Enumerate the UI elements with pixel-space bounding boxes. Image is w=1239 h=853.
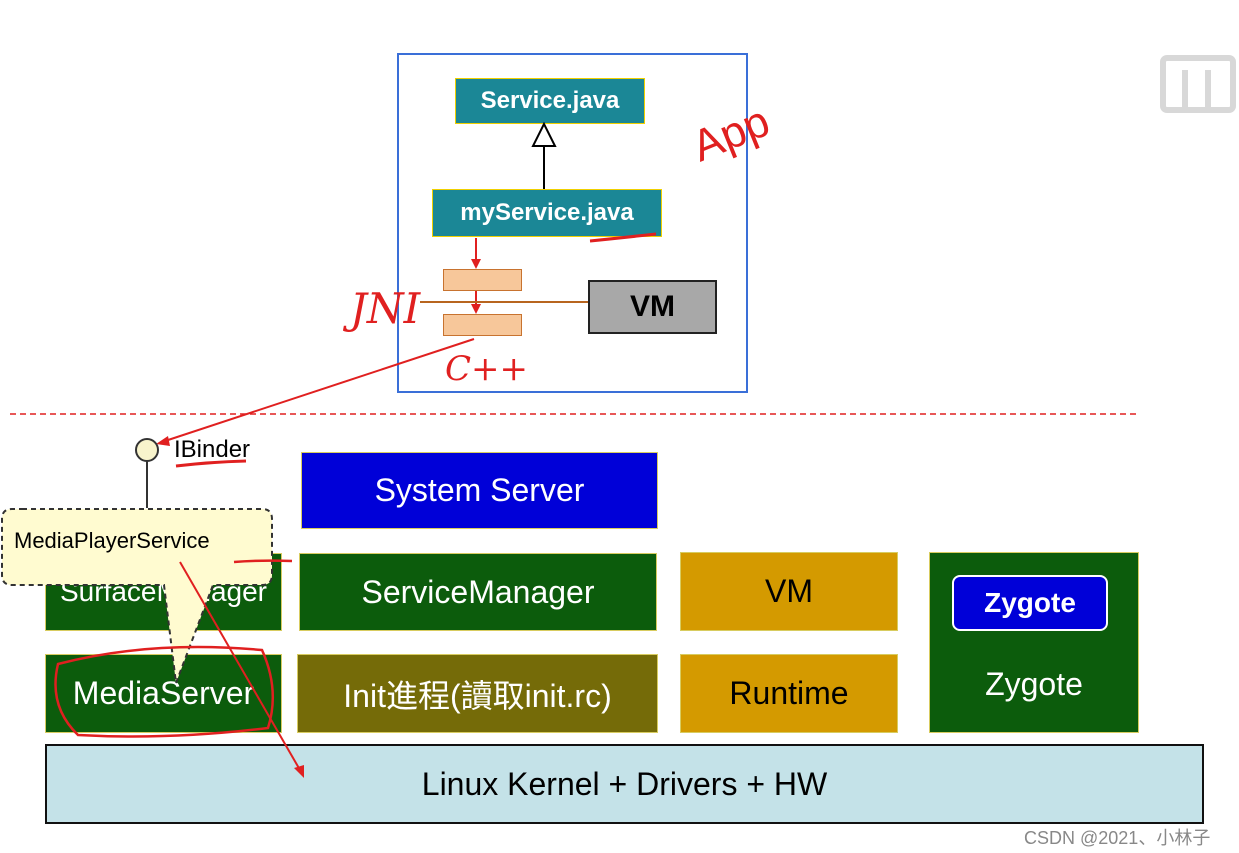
runtime-label: Runtime bbox=[729, 675, 849, 711]
kernel-box: Linux Kernel + Drivers + HW bbox=[45, 744, 1204, 824]
zygote-button: Zygote bbox=[952, 575, 1108, 631]
kernel-arrowhead bbox=[294, 765, 304, 778]
init-label: Init進程(讀取init.rc) bbox=[343, 677, 612, 714]
app-vm-label: VM bbox=[630, 290, 675, 323]
jni-arrowhead-2 bbox=[471, 304, 481, 314]
system-server-label: System Server bbox=[374, 472, 585, 508]
system-server-box: System Server bbox=[301, 452, 658, 529]
callout-text: MediaPlayerService bbox=[14, 528, 210, 553]
service-java-label: Service.java bbox=[480, 87, 620, 114]
app-frame bbox=[397, 53, 748, 393]
callout-pointer-mark bbox=[233, 559, 293, 564]
app-vm-box: VM bbox=[588, 280, 717, 334]
inheritance-arrowhead bbox=[531, 121, 557, 147]
myservice-java-label: myService.java bbox=[460, 199, 634, 226]
zygote-label: Zygote bbox=[985, 665, 1083, 702]
logo-icon bbox=[1160, 55, 1236, 113]
jni-stub-bottom bbox=[443, 314, 522, 336]
kernel-label: Linux Kernel + Drivers + HW bbox=[421, 765, 828, 802]
cpp-annotation: C++ bbox=[445, 349, 528, 389]
watermark: CSDN @2021、小林子 bbox=[1024, 828, 1211, 848]
binder-arrowhead bbox=[156, 436, 170, 446]
zygote-button-label: Zygote bbox=[984, 587, 1076, 618]
myservice-java-box: myService.java bbox=[432, 189, 662, 237]
runtime-box: Runtime bbox=[680, 654, 898, 733]
mediaserver-circle bbox=[54, 645, 275, 738]
app-annotation: App bbox=[685, 97, 776, 172]
jni-annotation: JNI bbox=[342, 284, 422, 333]
service-manager-label: ServiceManager bbox=[361, 573, 595, 610]
underline-myservice bbox=[589, 232, 657, 243]
binder-arrow bbox=[161, 338, 475, 443]
jni-arrowhead-1 bbox=[471, 259, 481, 269]
service-manager-box: ServiceManager bbox=[299, 553, 657, 631]
jni-stub-top bbox=[443, 269, 522, 291]
kernel-arrow bbox=[179, 561, 301, 771]
init-box: Init進程(讀取init.rc) bbox=[297, 654, 658, 733]
ibinder-lollipop bbox=[135, 438, 159, 462]
vm-label: VM bbox=[765, 573, 813, 609]
service-java-box: Service.java bbox=[455, 78, 645, 124]
vm-box: VM bbox=[680, 552, 898, 631]
underline-ibinder bbox=[175, 459, 247, 468]
media-server-box: MediaServer bbox=[45, 654, 282, 733]
media-server-label: MediaServer bbox=[72, 675, 255, 711]
callout-bubble bbox=[1, 508, 273, 684]
ibinder-label: IBinder bbox=[174, 436, 251, 463]
